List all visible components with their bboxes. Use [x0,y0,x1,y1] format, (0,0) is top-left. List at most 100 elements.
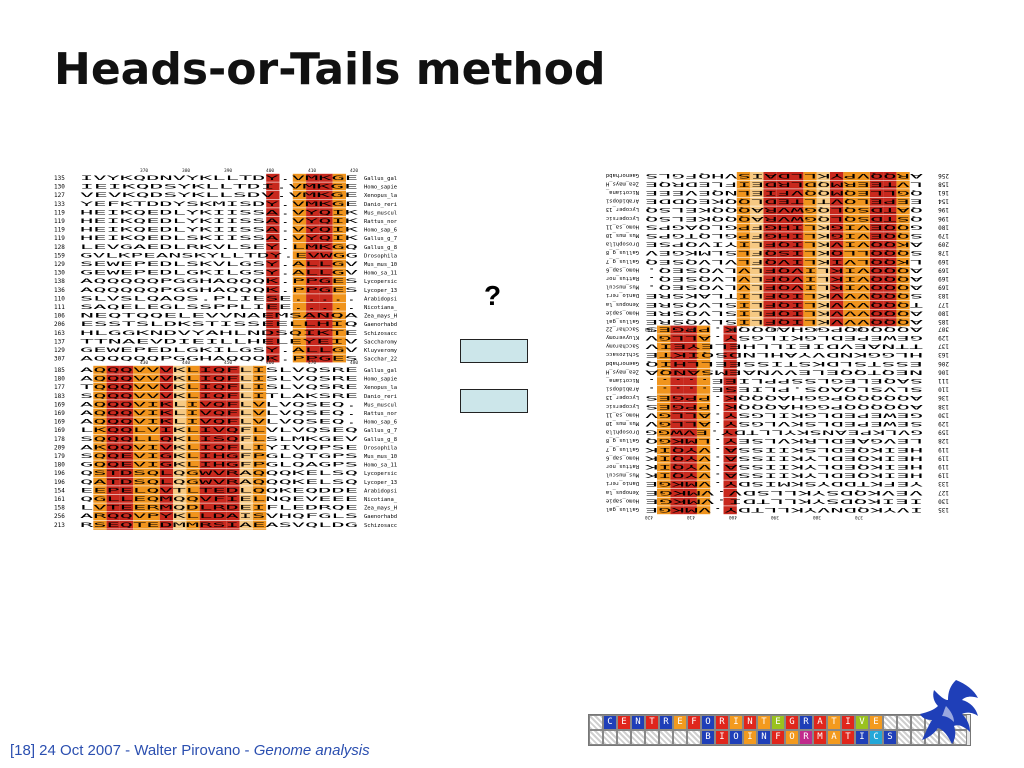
conservation-cell [226,400,240,409]
conservation-cell [93,417,107,426]
conservation-cell [292,259,307,268]
conservation-cell [106,529,120,530]
conservation-cell [292,277,307,285]
conservation-cell [319,173,333,182]
species-name: Gallus_g_8 [364,437,397,443]
conservation-cell [816,266,830,275]
sequence-text: QSTDSQLQGWVRAQQQKELSQ [80,470,359,477]
conservation-cell [292,225,307,234]
sequence-text: LKQQLVIKLIVQFLVLVQSEQ [644,258,923,265]
conservation-cell [119,512,134,520]
conservation-cell [239,417,253,426]
conservation-cell [657,342,671,351]
species-name: Xenopus_la [606,489,639,495]
conservation-cell [670,351,684,360]
conservation-cell [869,172,884,180]
conservation-cell [776,232,790,241]
species-name: Mus_muscul [364,402,397,408]
conservation-cell [869,215,884,223]
conservation-cell [896,223,910,232]
conservation-cell [869,292,884,301]
species-name: Mus_mus_10 [364,262,397,268]
sequence-text: SQQQLLQKLISQFLSLMKGEV [644,249,923,256]
sequence-text: TQQQVVVKLIQFLISLVQSRE [644,301,923,308]
logo-letter-cell: G [785,715,799,730]
conservation-cell [843,249,857,258]
conservation-cell [93,400,107,409]
conservation-cell [723,411,737,420]
conservation-cell [332,251,346,260]
conservation-cell [319,208,333,217]
conservation-cell [226,408,240,417]
conservation-cell [332,337,346,346]
row-start-number: 169 [54,401,65,408]
row-start-number: 133 [938,480,949,487]
conservation-cell [332,277,346,285]
sequence-text: HEIKQEDLYKIISSA.VYQIK [644,463,923,470]
species-name: Sacchar_22 [606,325,639,331]
conservation-cell [750,318,764,327]
conservation-cell [173,494,187,503]
conservation-cell [683,446,697,454]
conservation-cell [696,437,711,446]
conservation-cell [696,351,711,360]
conservation-cell [670,489,684,497]
conservation-cell [199,365,213,374]
logo-letter-cell: I [743,730,757,745]
conservation-cell [146,460,160,469]
species-name: Drosophila [364,445,397,451]
conservation-cell [186,494,200,503]
conservation-cell [93,503,107,512]
conservation-cell [119,426,134,434]
conservation-cell [816,206,830,215]
logo-letter-cell: I [855,730,869,745]
logo-pattern-cell [617,730,631,745]
conservation-cell [723,420,737,429]
conservation-cell [119,365,134,374]
species-name: Zea_mays_H [364,506,397,512]
conservation-cell [319,354,333,363]
conservation-cell [896,318,910,327]
conservation-cell [106,365,120,374]
conservation-cell [106,460,120,469]
sequence-text: AQQQVVVKLIQFLISLVQSRE [644,309,923,316]
conservation-cell [146,434,160,443]
conservation-cell [119,469,134,477]
conservation-cell [776,275,790,284]
conservation-cell [213,408,227,417]
conservation-cell [790,266,804,275]
conservation-cell [119,434,134,443]
conservation-cell [266,268,280,277]
conservation-cell [306,251,320,260]
conservation-cell [776,249,790,258]
conservation-cell [696,428,711,437]
row-start-number: 127 [54,192,65,199]
alignment-row: 387RTPQALEMPRLSTSIVPELDPSaccharomy [93,529,267,530]
conservation-cell [657,446,671,454]
sequence-text: TTNAEVDIEILLHELEYEIV [644,343,923,350]
conservation-cell [657,489,671,497]
conservation-cell [776,258,790,266]
conservation-cell [252,443,267,452]
conservation-cell [896,292,910,301]
conservation-cell [657,360,671,368]
conservation-cell [332,242,346,251]
conservation-cell [213,529,227,530]
sequence-text: SEWEPEDLSKVLGSY.ALLGV [80,261,359,268]
conservation-cell [843,197,857,206]
conservation-cell [670,403,684,411]
species-name: Lycoper_13 [606,206,639,212]
logo-letter-cell: T [827,715,841,730]
row-start-number: 185 [54,367,65,374]
sequence-text: AQQQQQPGGHAQQQK.PPGES [80,356,359,363]
conservation-cell [306,234,320,242]
